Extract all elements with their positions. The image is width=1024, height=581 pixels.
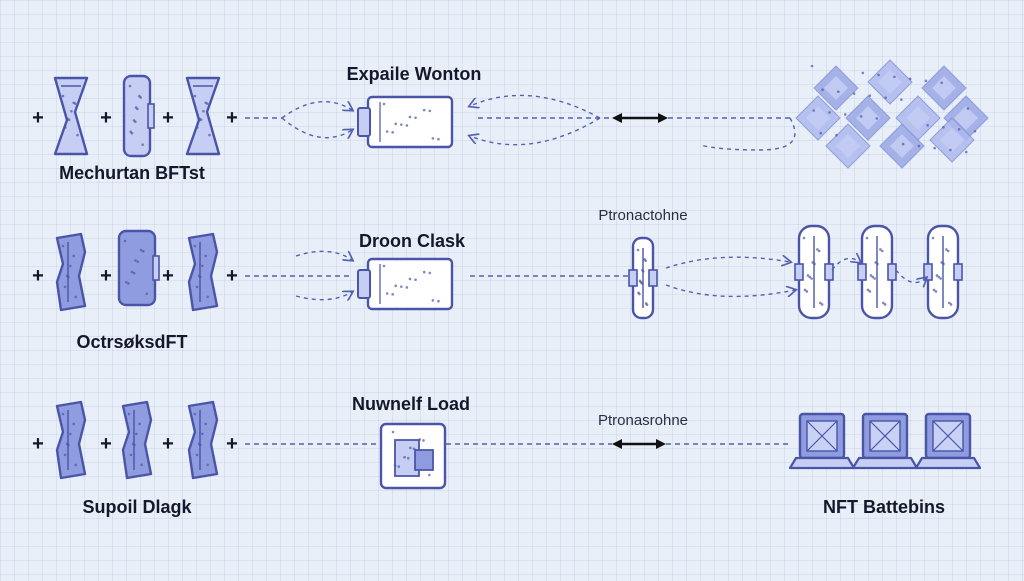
row-1-source-block-1	[53, 76, 89, 156]
row-3-plus-2: +	[100, 433, 112, 455]
row-1-process-label: Expaile Wonton	[346, 64, 482, 84]
row-2-process-module	[357, 257, 454, 311]
row-1-curve-out-top	[470, 94, 601, 119]
row-2-plus-3: +	[162, 265, 174, 287]
row-2-curve-in-bottom	[295, 292, 352, 300]
row-2-curve-in-top	[295, 251, 352, 260]
row-3-output-label: NFT Battebins	[822, 497, 946, 517]
row-1-curve-in-top	[281, 102, 352, 119]
row-2-curve-1	[665, 257, 790, 269]
row-3-monitor-1	[788, 412, 856, 470]
row-3-monitor-3	[914, 412, 982, 470]
row-2-source-block-3	[187, 232, 219, 312]
row-2-source-block-2	[117, 229, 160, 307]
row-1-source-label: Mechurtan BFTst	[59, 163, 205, 183]
row-2-capsule-2	[857, 224, 897, 320]
row-2-plus-4: +	[226, 265, 238, 287]
row-3-plus-4: +	[226, 433, 238, 455]
row-2-source-label: OctrsøksdFT	[76, 332, 188, 352]
row-2-curve-2	[665, 284, 795, 296]
row-2-capsule-link-2	[895, 269, 926, 283]
row-2-capsule-link-1	[831, 258, 860, 271]
row-1-token-cluster	[795, 59, 989, 169]
row-1-plus-4: +	[226, 107, 238, 129]
row-2-capsule-link	[628, 236, 658, 320]
row-1-plus-2: +	[100, 107, 112, 129]
row-1-source-block-2	[122, 74, 155, 158]
row-1-plus-3: +	[162, 107, 174, 129]
row-3-source-block-3	[187, 400, 219, 480]
row-2-capsule-1	[794, 224, 834, 320]
row-1-plus-1: +	[32, 107, 44, 129]
row-2-capsule-3	[923, 224, 963, 320]
row-3-double-arrow	[612, 439, 666, 449]
row-2-plus-2: +	[100, 265, 112, 287]
row-3-source-label: Supoil Dlagk	[82, 497, 192, 517]
row-2-link-label: Ptronactohne	[598, 207, 688, 224]
row-3-link-label: Ptronasrohne	[597, 412, 689, 429]
row-2-process-label: Droon Clask	[358, 231, 466, 251]
row-1-curve-out-2	[699, 117, 796, 151]
row-1-double-arrow	[612, 113, 668, 123]
row-1-curve-out-bottom	[470, 117, 601, 146]
row-2-source-block-1	[55, 232, 87, 312]
row-1-source-block-3	[185, 76, 221, 156]
row-3-source-block-2	[121, 400, 153, 480]
row-1-curve-in-bottom	[281, 117, 352, 138]
row-2-plus-1: +	[32, 265, 44, 287]
row-3-source-block-1	[55, 400, 87, 480]
row-3-process-label: Nuwnelf Load	[352, 394, 470, 414]
row-3-document-box	[379, 422, 447, 490]
row-3-monitor-2	[851, 412, 919, 470]
row-3-plus-3: +	[162, 433, 174, 455]
row-3-plus-1: +	[32, 433, 44, 455]
row-1-process-module	[357, 95, 454, 149]
